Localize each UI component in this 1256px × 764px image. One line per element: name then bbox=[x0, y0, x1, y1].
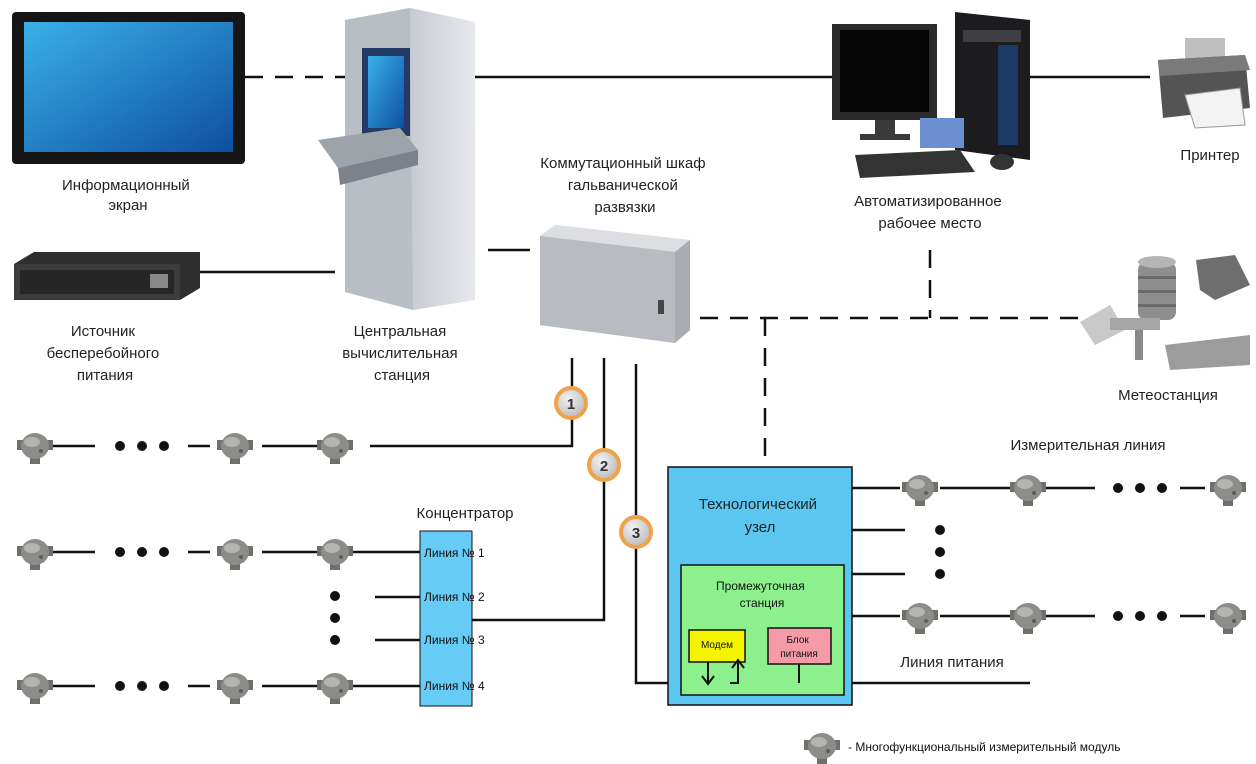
svg-text:3: 3 bbox=[632, 525, 640, 542]
line-marker-2: 2 bbox=[587, 448, 621, 482]
line-marker-3: 3 bbox=[619, 515, 653, 549]
measurement-module-icon bbox=[217, 673, 253, 704]
concentrator-line-3: Линия № 3 bbox=[424, 633, 485, 647]
measurement-module-icon bbox=[1210, 475, 1246, 506]
printer-icon bbox=[1158, 38, 1250, 129]
svg-text:2: 2 bbox=[600, 458, 608, 475]
measurement-module-icon bbox=[317, 433, 353, 464]
link-line-2 bbox=[471, 358, 606, 622]
power-line-label: Линия питания bbox=[900, 654, 1004, 671]
central-station-label: Центральная вычислительная станция bbox=[342, 323, 462, 384]
measurement-module-icon bbox=[317, 539, 353, 570]
printer-label: Принтер bbox=[1180, 147, 1239, 164]
measurement-module-icon bbox=[17, 433, 53, 464]
measurement-module-icon bbox=[17, 539, 53, 570]
tech-node-label: Технологический узел bbox=[699, 496, 821, 536]
switch-cabinet-label: Коммутационный шкаф гальванической развя… bbox=[540, 155, 709, 216]
measurement-module-icon bbox=[902, 475, 938, 506]
modem-box bbox=[688, 629, 746, 663]
legend-label: - Многофункциональный измерительный моду… bbox=[848, 740, 1120, 754]
measurement-modules bbox=[17, 433, 1246, 704]
ups-icon bbox=[14, 252, 200, 300]
measurement-module-icon bbox=[902, 603, 938, 634]
concentrator-box bbox=[419, 530, 473, 707]
measurement-module-icon bbox=[804, 733, 840, 764]
concentrator-label: Концентратор bbox=[416, 505, 513, 522]
info-screen-label: Информационный экран bbox=[62, 177, 194, 214]
link-line-3 bbox=[634, 364, 1030, 685]
intermediate-station-label: Промежуточная станция bbox=[716, 579, 808, 610]
weather-station-label: Метеостанция bbox=[1118, 387, 1218, 404]
connections bbox=[52, 75, 1205, 688]
measurement-module-icon bbox=[17, 673, 53, 704]
concentrator-line-2: Линия № 2 bbox=[424, 590, 485, 604]
ellipsis-dots bbox=[115, 441, 1167, 691]
ups-label: Источник бесперебойного питания bbox=[47, 323, 164, 384]
measurement-module-icon bbox=[317, 673, 353, 704]
power-block-box bbox=[767, 627, 832, 665]
measure-line-label: Измерительная линия bbox=[1011, 437, 1166, 454]
switch-cabinet-icon bbox=[540, 225, 690, 343]
modem-label: Модем bbox=[701, 640, 733, 651]
concentrator-line-1: Линия № 1 bbox=[424, 546, 485, 560]
measurement-module-icon bbox=[217, 433, 253, 464]
modem-arrows bbox=[701, 658, 800, 686]
power-block-label: Блок питания bbox=[780, 635, 818, 660]
svg-text:1: 1 bbox=[567, 396, 575, 413]
line-marker-1: 1 bbox=[554, 386, 588, 420]
concentrator-line-4: Линия № 4 bbox=[424, 679, 485, 693]
central-station-icon bbox=[318, 8, 475, 310]
measurement-module-icon bbox=[1010, 603, 1046, 634]
measurement-module-icon bbox=[1210, 603, 1246, 634]
workstation-label: Автоматизированное рабочее место bbox=[854, 193, 1006, 232]
weather-station-icon bbox=[1080, 255, 1250, 370]
legend: - Многофункциональный измерительный моду… bbox=[804, 733, 1120, 764]
workstation-icon bbox=[832, 12, 1030, 178]
info-screen-icon bbox=[12, 12, 245, 164]
measurement-module-icon bbox=[217, 539, 253, 570]
measurement-module-icon bbox=[1010, 475, 1046, 506]
